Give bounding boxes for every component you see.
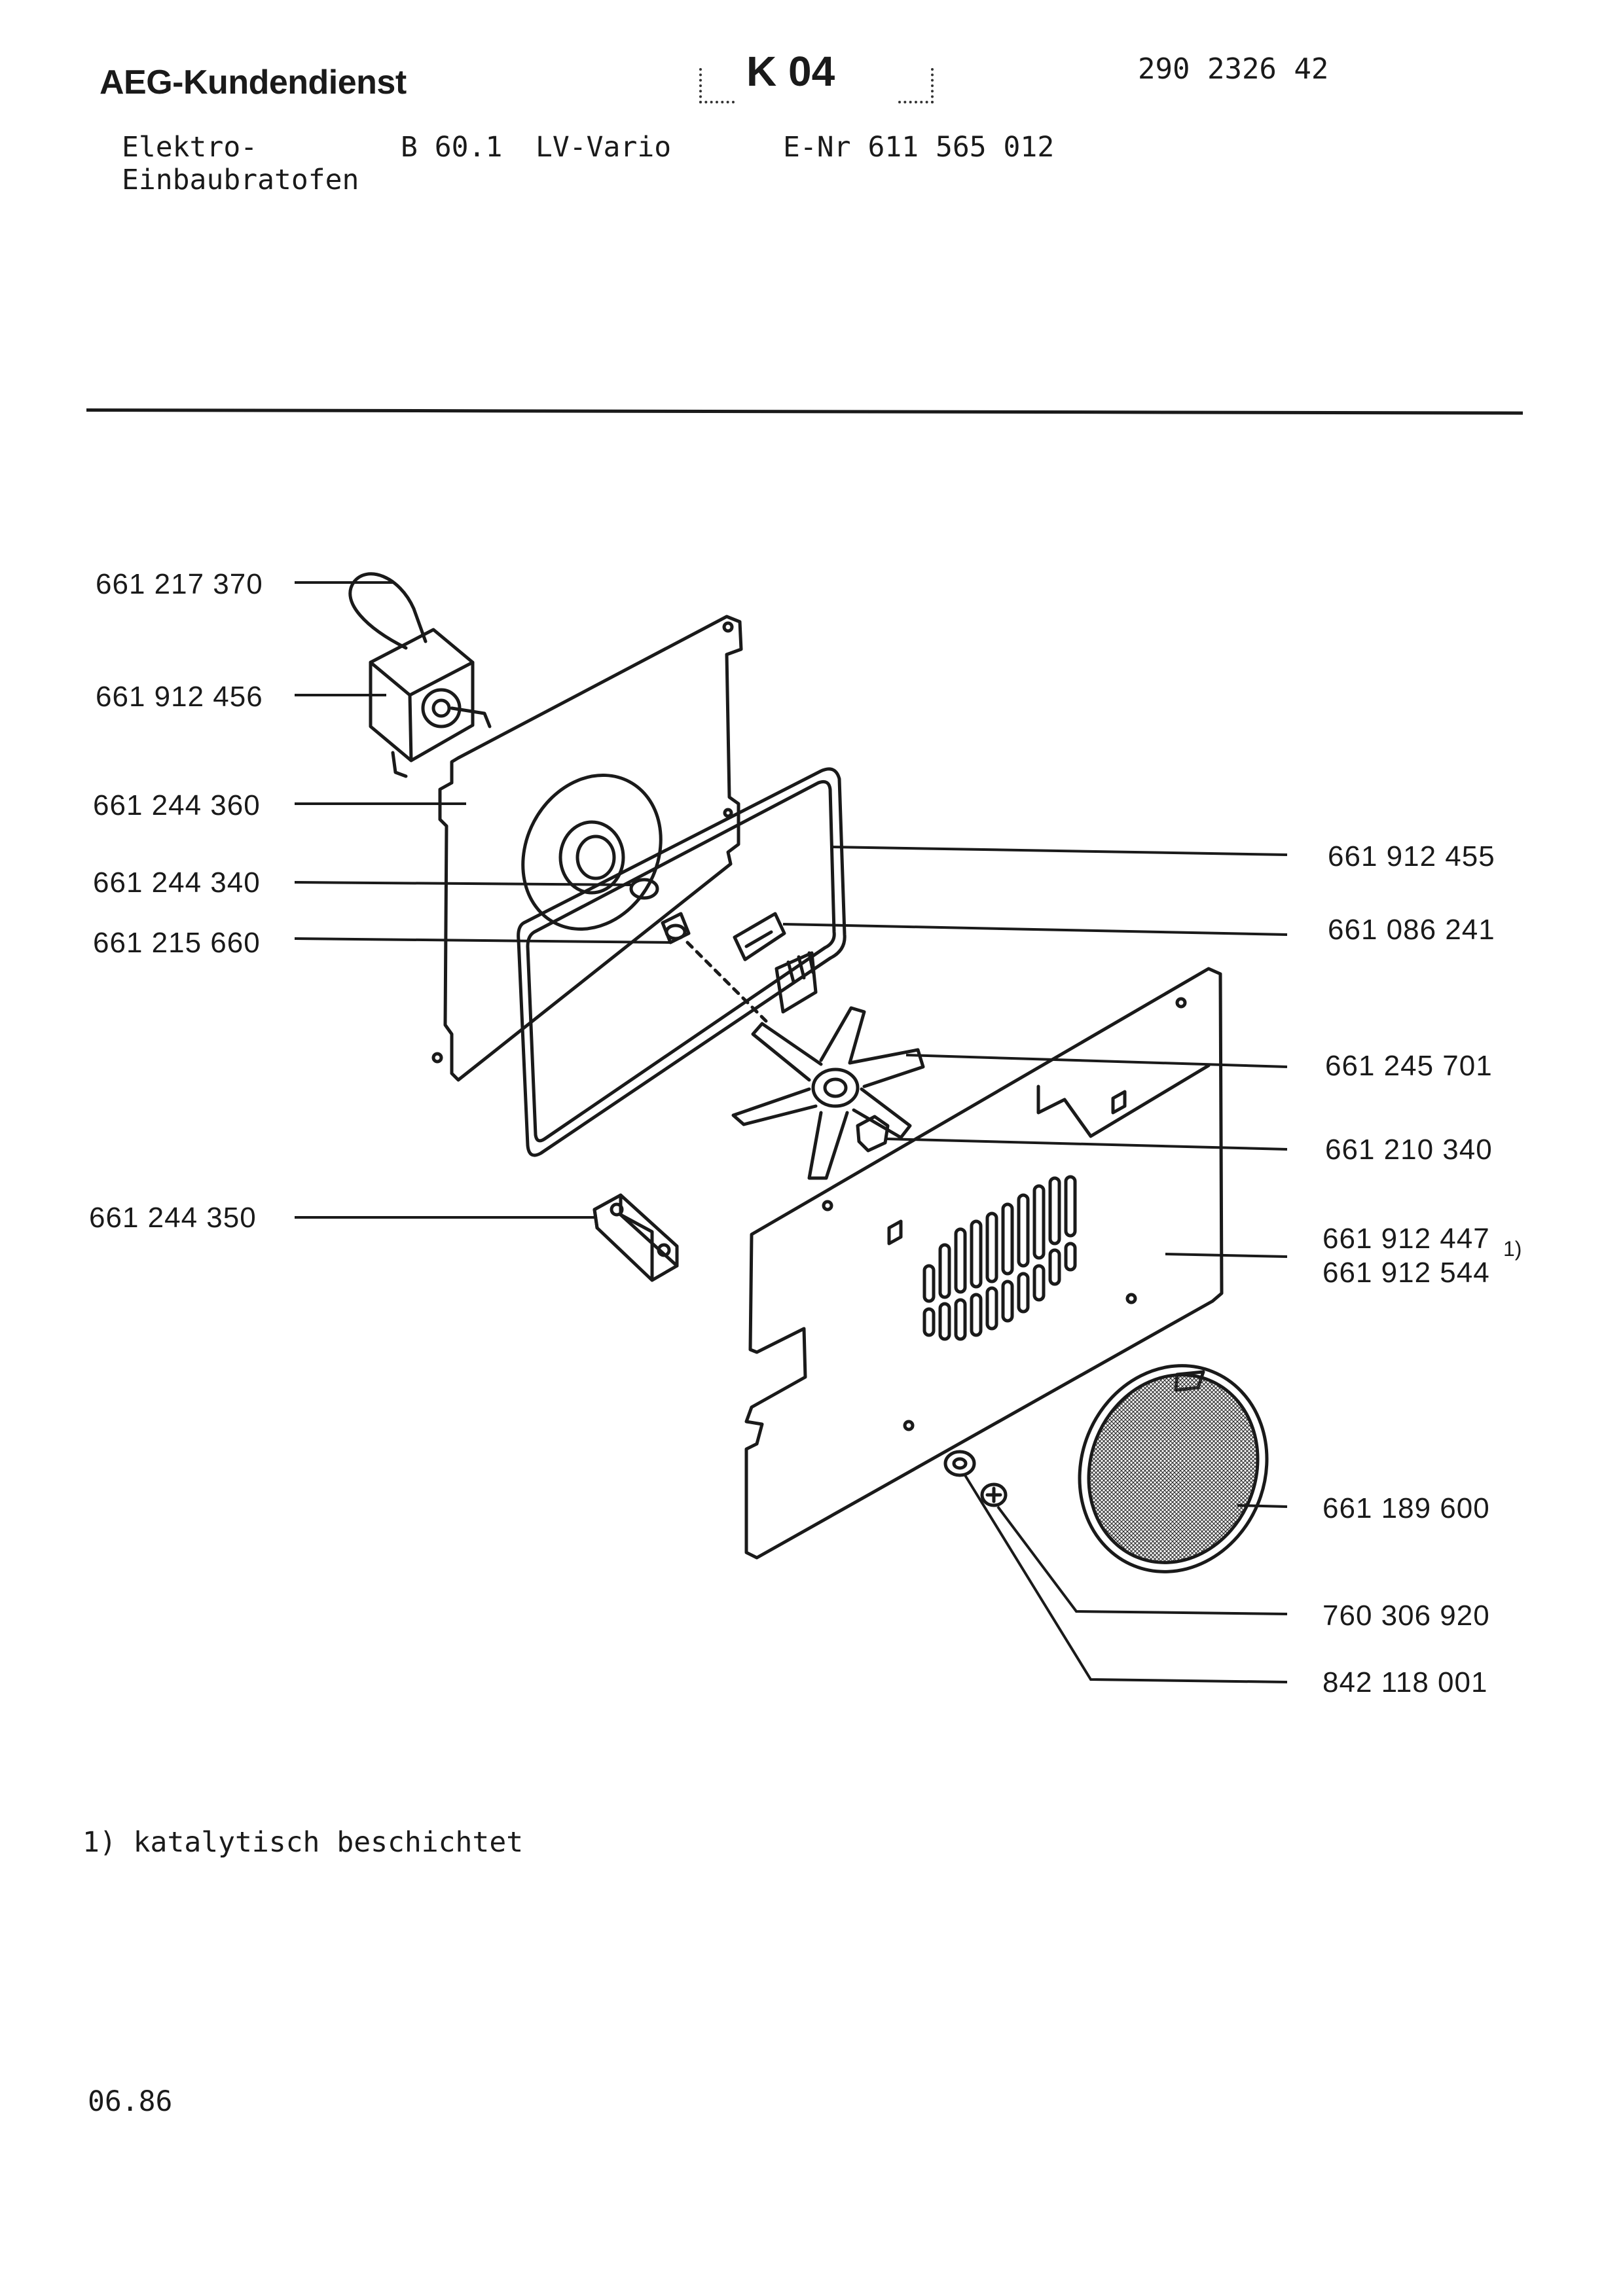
fan-wheel xyxy=(731,1006,925,1180)
leader-line xyxy=(294,937,671,944)
brand-title: AEG-Kundendienst xyxy=(100,63,407,101)
part-number-terminal-block: 661 086 241 xyxy=(1328,914,1495,946)
issue-date: 06.86 xyxy=(88,2085,173,2118)
fan-nut xyxy=(856,1115,890,1153)
part-number-screw: 760 306 920 xyxy=(1322,1600,1490,1632)
part-number-front-cover: 661 912 447 xyxy=(1322,1223,1490,1255)
back-plate-hole xyxy=(431,1052,443,1064)
e-number: E-Nr 611 565 012 xyxy=(783,131,1055,164)
filter-washer xyxy=(943,1450,976,1477)
model-variant: LV-Vario xyxy=(536,131,672,164)
leader-line xyxy=(996,1505,1288,1615)
part-number-washer: 661 244 340 xyxy=(93,867,261,899)
leader-line xyxy=(294,881,633,886)
washer xyxy=(629,878,659,900)
code-frame-right xyxy=(898,68,934,103)
product-type-line1: Elektro- xyxy=(122,131,258,164)
part-number-fan-wheel: 661 245 701 xyxy=(1325,1050,1493,1082)
leader-line xyxy=(964,1474,1288,1683)
fan-opening-hub xyxy=(575,834,616,880)
leader-line xyxy=(1165,1253,1288,1258)
footnote-text: 1) katalytisch beschichtet xyxy=(82,1826,524,1859)
leader-line xyxy=(831,846,1288,856)
leader-line xyxy=(1237,1504,1288,1508)
fan-opening-inner xyxy=(558,820,625,895)
grease-filter xyxy=(1078,1364,1269,1573)
code-frame-left xyxy=(699,68,735,103)
part-number-filter-washer: 842 118 001 xyxy=(1322,1666,1488,1698)
back-plate xyxy=(438,615,743,1082)
part-number-motor-cable: 661 217 370 xyxy=(96,568,263,600)
vent-slots xyxy=(922,1175,1077,1341)
back-plate-hole xyxy=(723,808,733,818)
part-number-front-cover-catalytic: 661 912 544 xyxy=(1322,1257,1490,1289)
part-number-motor: 661 912 456 xyxy=(96,681,263,713)
filter-screw xyxy=(980,1482,1008,1507)
document-number: 290 2326 42 xyxy=(1138,52,1329,86)
back-plate-hole xyxy=(722,621,734,633)
motor-cable xyxy=(348,572,428,650)
part-number-back-plate: 661 244 360 xyxy=(93,789,261,821)
part-number-bracket: 661 244 350 xyxy=(89,1202,257,1234)
part-number-heating-ring: 661 912 455 xyxy=(1328,840,1495,872)
part-number-grease-filter: 661 189 600 xyxy=(1322,1492,1490,1524)
leader-line xyxy=(884,1138,1288,1151)
part-number-sensor: 661 215 660 xyxy=(93,927,261,959)
motor-housing xyxy=(369,628,475,762)
front-cover xyxy=(744,967,1224,1560)
footnote-marker: 1) xyxy=(1503,1237,1522,1261)
model-number: B 60.1 xyxy=(401,131,503,164)
leader-line xyxy=(782,923,1288,936)
product-type-line2: Einbaubratofen xyxy=(122,164,359,196)
section-code: K 04 xyxy=(746,48,835,95)
leader-line xyxy=(905,1054,1288,1068)
heating-ring xyxy=(517,767,847,1157)
part-number-fan-nut: 661 210 340 xyxy=(1325,1134,1493,1166)
bracket xyxy=(593,1193,679,1282)
terminal-block xyxy=(733,912,786,961)
